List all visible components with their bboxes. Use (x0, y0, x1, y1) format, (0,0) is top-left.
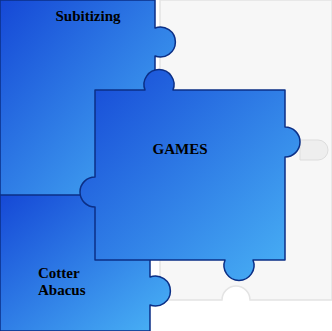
puzzle-shape (0, 195, 170, 331)
puzzle-piece: GAMES (85, 55, 315, 295)
piece-label: Subitizing (38, 8, 138, 25)
piece-label: GAMES (95, 141, 265, 158)
piece-label: Cotter Abacus (38, 265, 104, 300)
faded-knob (300, 140, 328, 160)
puzzle-outline (85, 55, 315, 295)
puzzle-shape (80, 70, 300, 281)
